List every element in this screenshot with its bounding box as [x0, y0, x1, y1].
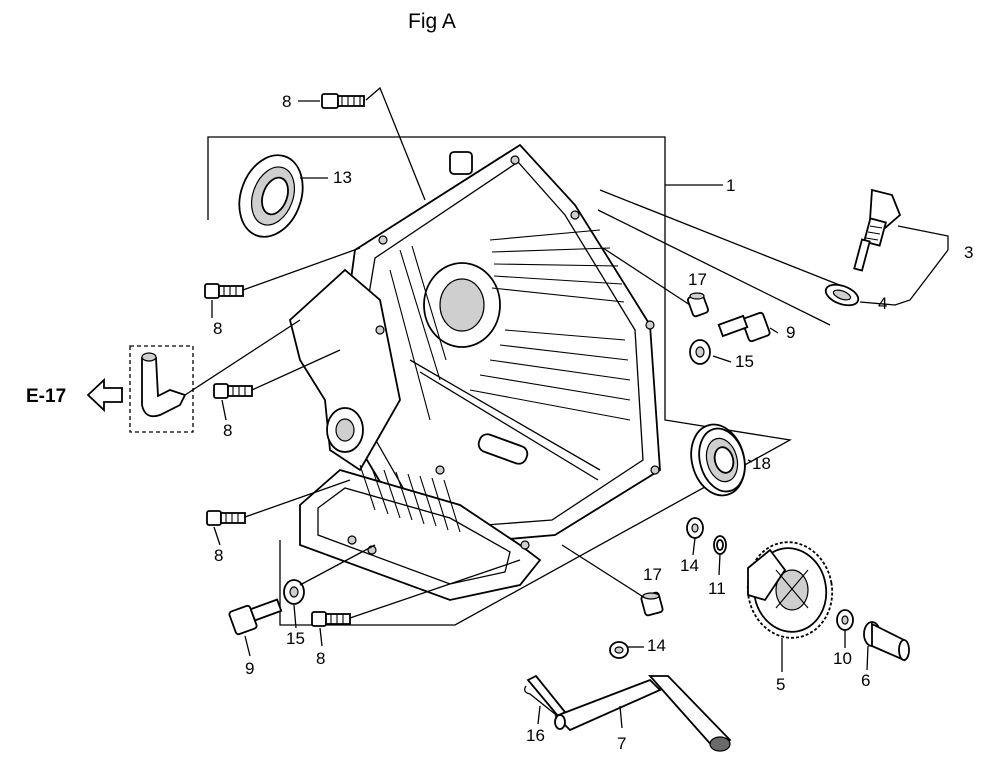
- crankcase-bolt-holes: [347, 155, 660, 555]
- flange-bolt-left-lower-drawing: [206, 479, 351, 546]
- part-ref-14-lower: 14: [647, 636, 666, 655]
- part-ref-1: 1: [726, 176, 736, 195]
- dowel-pin-lower-drawing: [561, 544, 664, 617]
- part-ref-3: 3: [964, 243, 974, 262]
- crankcase-cover-drawing: [288, 143, 661, 601]
- dowel-pin-upper-drawing: [602, 247, 709, 318]
- part-ref-16: 16: [526, 726, 545, 745]
- part-ref-8-bottom: 8: [316, 649, 326, 668]
- part-ref-9-right: 9: [786, 323, 796, 342]
- part-ref-18: 18: [752, 454, 771, 473]
- figure-title: Fig A: [408, 10, 456, 33]
- flange-bolt-left-middle-drawing: [213, 349, 341, 421]
- clip-drawing: [713, 535, 727, 576]
- washer-small-drawing: [836, 609, 854, 648]
- governor-shaft-pin-drawing: [863, 621, 910, 671]
- part-ref-17-lower: 17: [643, 565, 662, 584]
- ball-bearing-drawing: [690, 423, 753, 497]
- crankcase-side-housing: [288, 268, 401, 472]
- crankcase-lower-boss-bore: [335, 418, 355, 442]
- flange-bolt-top-drawing: [298, 86, 426, 201]
- external-ref-e17[interactable]: E-17: [26, 386, 67, 407]
- part-ref-11: 11: [708, 579, 726, 598]
- part-ref-13: 13: [333, 168, 352, 187]
- part-ref-6: 6: [861, 671, 871, 690]
- governor-arm-drawing: [554, 675, 732, 752]
- flange-bolt-bottom-drawing: [311, 559, 521, 647]
- part-ref-8-left-lower: 8: [214, 546, 224, 565]
- part-ref-7: 7: [617, 734, 627, 753]
- crankcase-pan-rim: [317, 487, 511, 585]
- part-ref-15-right: 15: [735, 352, 754, 371]
- oil-level-gauge-drawing: [853, 188, 949, 272]
- crankcase-cross-bar: [409, 359, 601, 471]
- flange-bolt-left-upper-drawing: [204, 247, 361, 318]
- breather-tube-drawing: [129, 319, 301, 433]
- crankcase-cross-bar: [419, 371, 599, 481]
- crankcase-oil-pan: [299, 468, 542, 601]
- drain-bolt-lower-drawing: [228, 598, 283, 657]
- crankcase-fins: [359, 229, 631, 533]
- sealing-washer-lower-drawing: [283, 544, 376, 629]
- part-ref-15-lower: 15: [286, 629, 305, 648]
- part-ref-5: 5: [776, 675, 786, 694]
- part-ref-8-top: 8: [282, 92, 292, 111]
- part-ref-4: 4: [878, 294, 888, 313]
- oil-seal-drawing: [238, 154, 328, 238]
- part-ref-14-right: 14: [680, 556, 699, 575]
- crankcase-bearing-bore: [439, 278, 485, 332]
- sealing-washer-upper-drawing: [689, 339, 732, 365]
- part-ref-9-left: 9: [245, 659, 255, 678]
- drain-bolt-upper-drawing: [717, 311, 779, 343]
- o-ring-drawing: [597, 189, 949, 326]
- part-ref-8-left-middle: 8: [223, 421, 233, 440]
- outline-arrow-left-icon: [86, 377, 123, 413]
- governor-gear-drawing: [746, 541, 834, 672]
- crankcase-slot: [477, 433, 529, 465]
- part-ref-10: 10: [833, 649, 852, 668]
- crankcase-top-stub: [449, 151, 473, 175]
- washer-right-drawing: [686, 517, 704, 556]
- part-ref-17-upper: 17: [688, 270, 707, 289]
- washer-lower-drawing: [609, 641, 644, 659]
- part-ref-8-left-upper: 8: [213, 319, 223, 338]
